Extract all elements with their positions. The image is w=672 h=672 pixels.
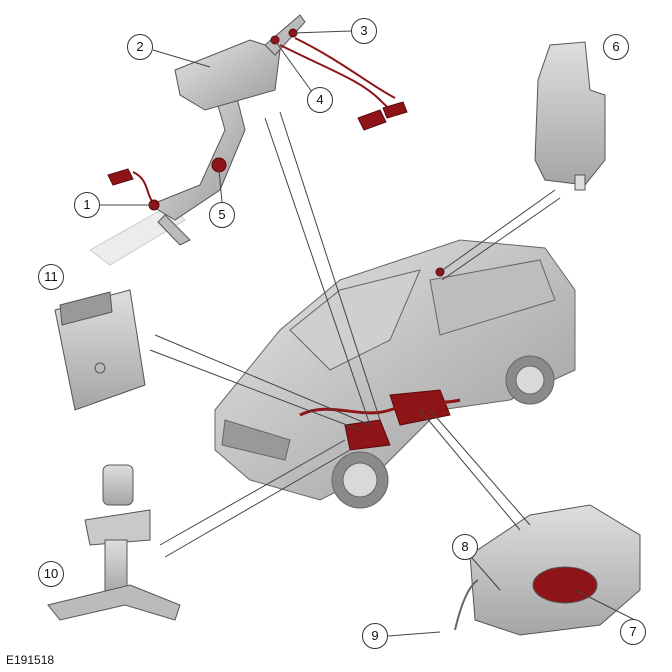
- callout-2: 2: [127, 34, 153, 60]
- vehicle: [214, 239, 576, 509]
- callout-10: 10: [38, 561, 64, 587]
- filler-neck: [47, 464, 181, 621]
- callout-7: 7: [620, 619, 646, 645]
- callout-11: 11: [38, 264, 64, 290]
- callout-9: 9: [362, 623, 388, 649]
- callout-1: 1: [74, 192, 100, 218]
- reductant-tank: [454, 504, 641, 636]
- reductant-tank-vent: [534, 41, 606, 191]
- callout-3: 3: [351, 18, 377, 44]
- figure-id: E191518: [6, 653, 55, 667]
- callout-6: 6: [603, 34, 629, 60]
- callout-5: 5: [209, 202, 235, 228]
- control-module: [54, 289, 146, 411]
- callout-8: 8: [452, 534, 478, 560]
- callout-4: 4: [307, 87, 333, 113]
- leader-lines: [100, 30, 634, 637]
- exhaust-assembly: [89, 14, 306, 266]
